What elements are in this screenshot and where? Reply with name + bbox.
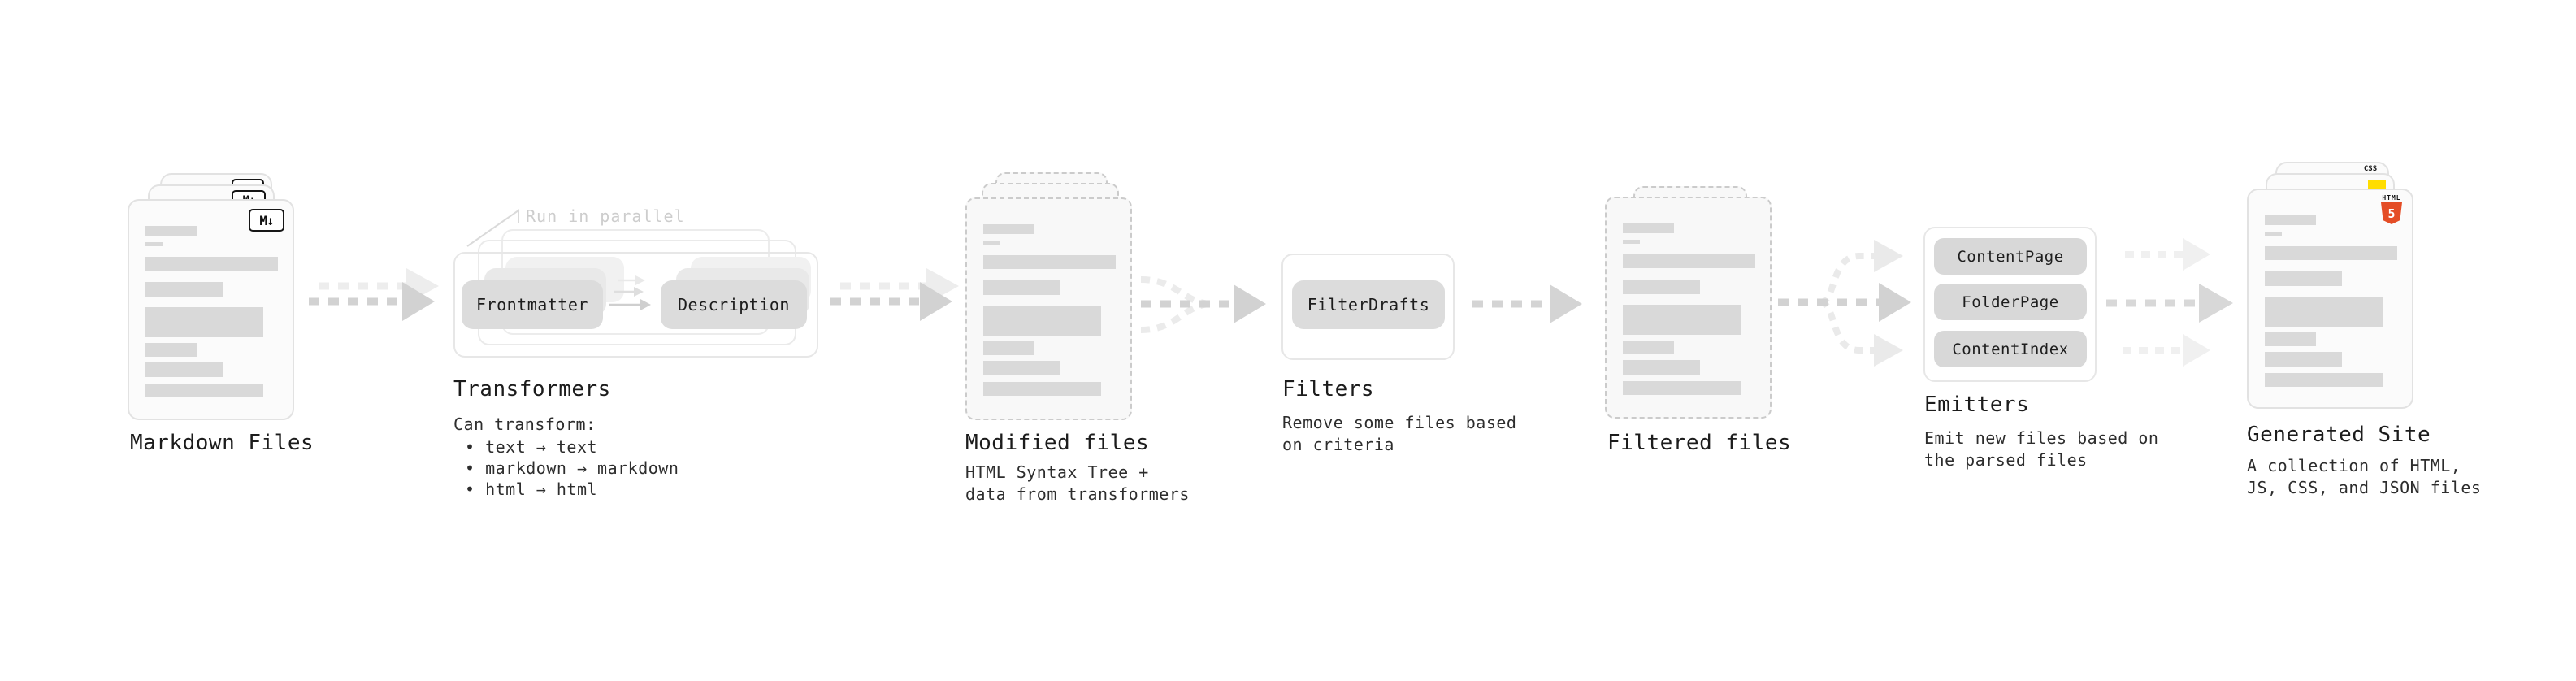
emitters-container bbox=[1923, 227, 2097, 382]
doc-content-placeholder bbox=[2265, 190, 2412, 407]
html5-logo-icon: HTML 5 bbox=[2381, 194, 2402, 224]
doc-content-bar bbox=[145, 384, 263, 397]
doc-content-bar bbox=[2265, 232, 2282, 236]
emitters-subtitle: Emit new files based on the parsed files bbox=[1924, 428, 2159, 470]
doc-content-bar bbox=[145, 362, 223, 377]
emitter-folderpage-box: FolderPage bbox=[1934, 284, 2087, 320]
doc-content-bar bbox=[2265, 215, 2316, 225]
doc-content-bar bbox=[1623, 381, 1741, 395]
arrows-emitters-to-generated bbox=[2106, 238, 2233, 367]
transformer-frontmatter-box: Frontmatter bbox=[462, 280, 603, 329]
arrow-transformers-to-modified bbox=[830, 268, 959, 321]
doc-content-bar bbox=[145, 282, 223, 297]
html5-shield: 5 bbox=[2381, 202, 2402, 224]
doc-content-bar bbox=[983, 341, 1034, 355]
transform-bullet: • markdown → markdown bbox=[465, 458, 679, 478]
generated-site-subtitle: A collection of HTML, JS, CSS, and JSON … bbox=[2247, 456, 2482, 497]
arrow-filtered-to-emitters bbox=[1778, 240, 1911, 367]
doc-content-placeholder bbox=[1623, 198, 1770, 417]
doc-content-bar bbox=[145, 343, 197, 357]
doc-content-bar bbox=[2265, 271, 2342, 286]
doc-content-bar bbox=[145, 307, 263, 337]
transformer-description-box: Description bbox=[661, 280, 807, 329]
javascript-logo-icon bbox=[2368, 180, 2386, 189]
doc-content-bar bbox=[983, 241, 1000, 245]
emitter-contentpage-box: ContentPage bbox=[1934, 238, 2087, 275]
filters-container bbox=[1281, 254, 1455, 360]
doc-content-bar bbox=[983, 361, 1060, 375]
filters-subtitle: Remove some files based on criteria bbox=[1282, 413, 1517, 454]
arrow-modified-to-filters bbox=[1140, 276, 1266, 333]
generated-html-file-card: HTML 5 bbox=[2247, 189, 2413, 409]
doc-content-bar bbox=[2265, 332, 2316, 346]
doc-content-placeholder bbox=[145, 201, 293, 419]
doc-content-bar bbox=[145, 257, 278, 271]
doc-content-bar bbox=[145, 226, 197, 236]
markdown-logo-icon: M↓ bbox=[249, 209, 284, 232]
html5-logo-text: HTML bbox=[2382, 194, 2401, 202]
doc-content-bar bbox=[1623, 223, 1674, 233]
arrow-markdown-to-transformers bbox=[309, 268, 439, 321]
doc-content-bar bbox=[145, 242, 163, 246]
doc-content-bar bbox=[983, 306, 1101, 336]
transformers-bullet-list: • text → text • markdown → markdown • ht… bbox=[465, 436, 679, 500]
doc-content-bar bbox=[1623, 360, 1700, 375]
filter-drafts-box: FilterDrafts bbox=[1292, 280, 1445, 329]
doc-content-bar bbox=[983, 382, 1101, 396]
transformers-title: Transformers bbox=[453, 377, 611, 401]
doc-content-bar bbox=[1623, 305, 1741, 335]
doc-content-bar bbox=[2265, 352, 2342, 367]
generated-site-title: Generated Site bbox=[2247, 423, 2431, 447]
doc-content-bar bbox=[2265, 373, 2383, 387]
doc-content-bar bbox=[2265, 246, 2397, 260]
markdown-files-title: Markdown Files bbox=[130, 431, 314, 455]
filtered-file-card-front bbox=[1605, 197, 1772, 419]
filters-title: Filters bbox=[1282, 377, 1375, 401]
transformer-layer-front bbox=[453, 252, 818, 358]
modified-file-card-front bbox=[965, 197, 1132, 420]
css-logo-text: CSS bbox=[2363, 165, 2378, 173]
doc-content-bar bbox=[983, 280, 1060, 295]
arrow-filters-to-filtered bbox=[1472, 284, 1582, 323]
doc-content-bar bbox=[983, 224, 1034, 234]
filtered-files-title: Filtered files bbox=[1607, 431, 1792, 455]
transform-bullet: • text → text bbox=[465, 437, 598, 457]
emitters-title: Emitters bbox=[1924, 393, 2030, 417]
html5-number: 5 bbox=[2387, 206, 2396, 221]
transformers-subtitle: Can transform: bbox=[453, 414, 596, 434]
doc-content-bar bbox=[1623, 340, 1674, 354]
doc-content-bar bbox=[2265, 297, 2383, 327]
doc-content-bar bbox=[983, 255, 1116, 269]
doc-content-bar bbox=[1623, 280, 1700, 294]
doc-content-bar bbox=[1623, 240, 1640, 244]
markdown-file-card-front: M↓ bbox=[128, 199, 294, 420]
modified-files-subtitle: HTML Syntax Tree + data from transformer… bbox=[965, 462, 1190, 504]
transform-bullet: • html → html bbox=[465, 479, 598, 499]
doc-content-placeholder bbox=[983, 199, 1130, 419]
doc-content-bar bbox=[1623, 254, 1755, 268]
run-in-parallel-note: Run in parallel bbox=[526, 206, 685, 226]
emitter-contentindex-box: ContentIndex bbox=[1934, 331, 2087, 367]
modified-files-title: Modified files bbox=[965, 431, 1150, 455]
